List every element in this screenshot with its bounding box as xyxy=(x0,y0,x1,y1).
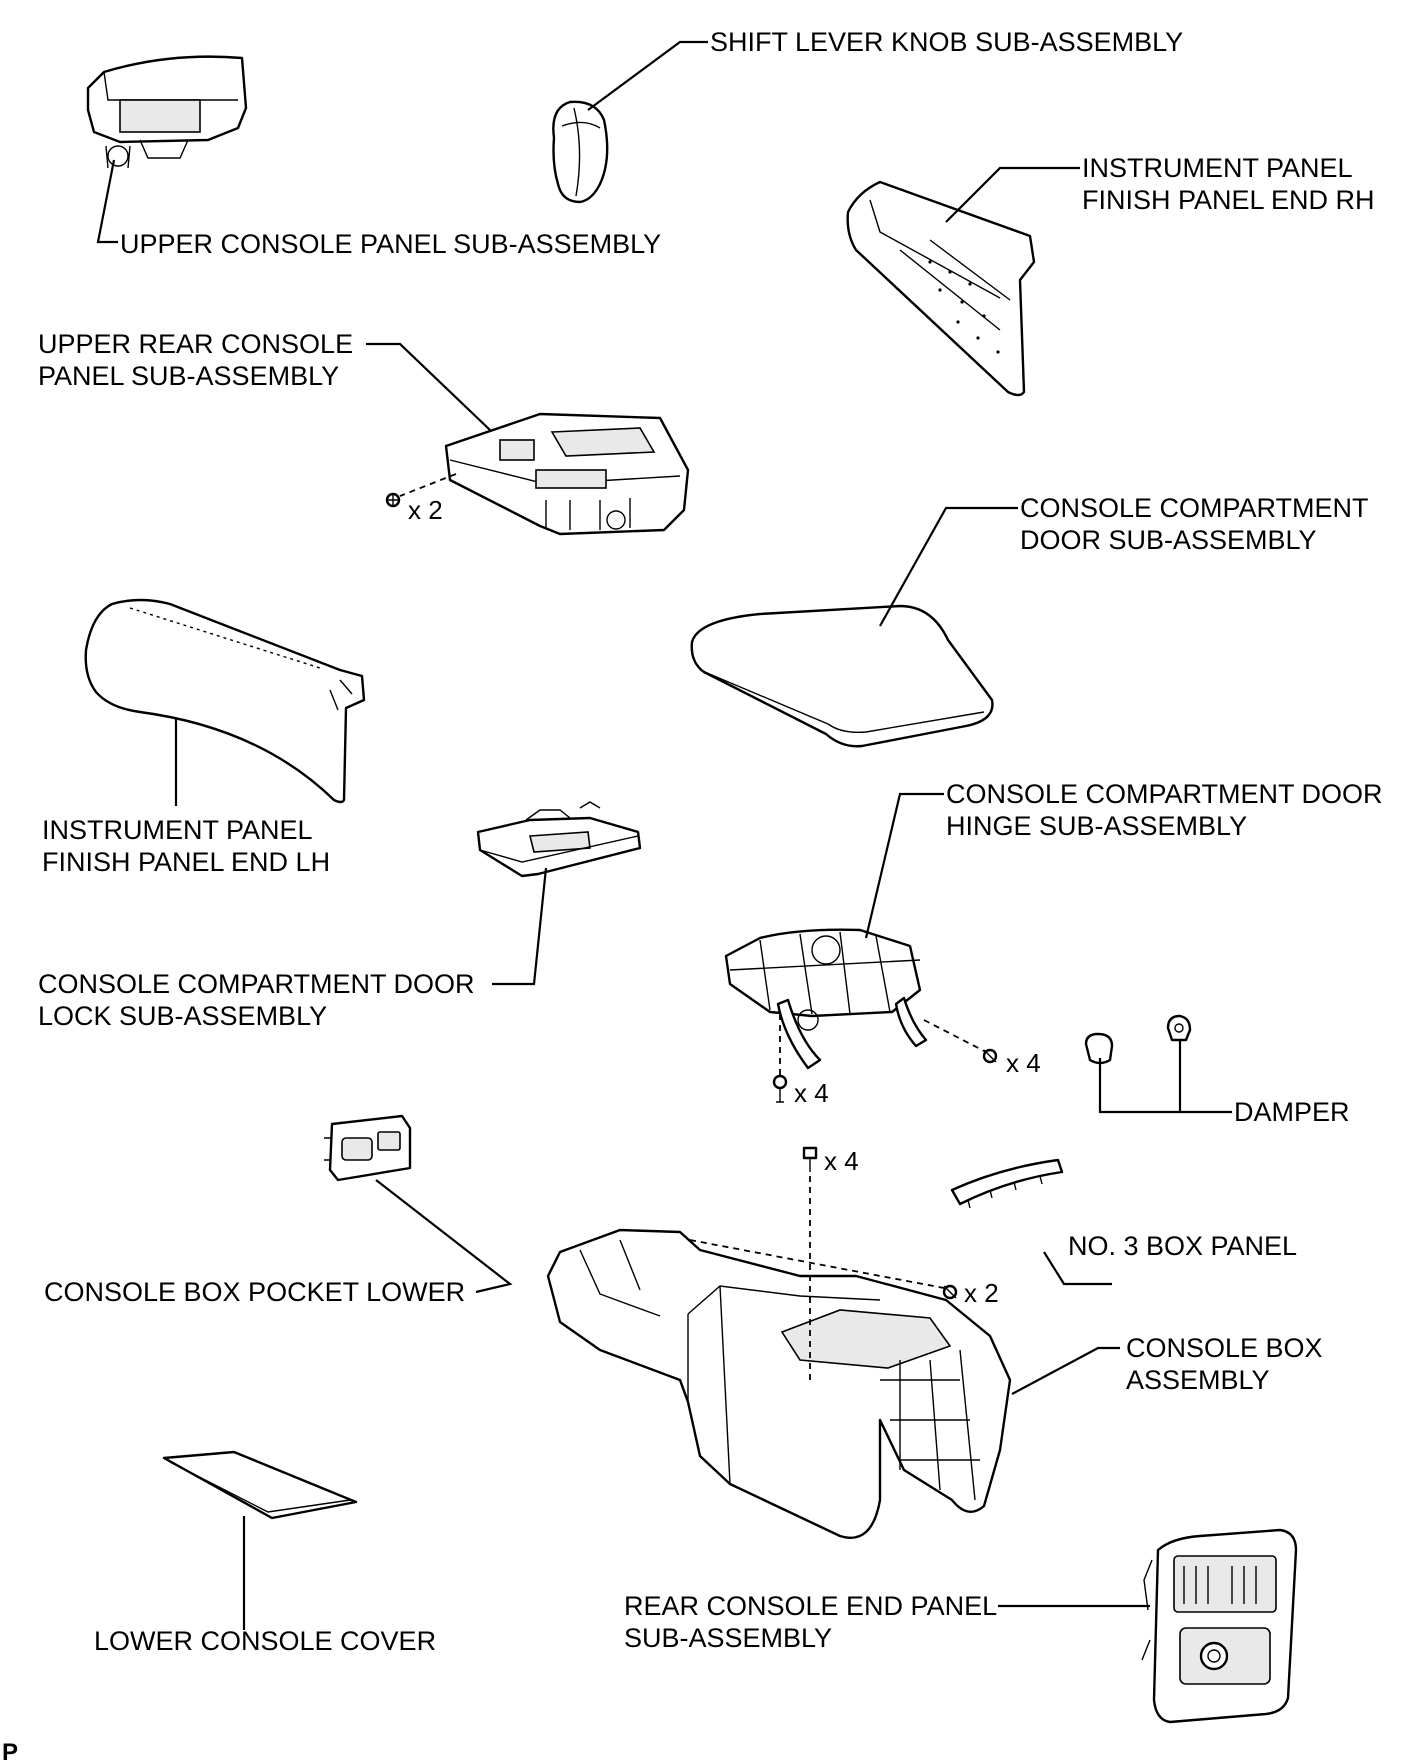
label-upper-console-panel: UPPER CONSOLE PANEL SUB-ASSEMBLY xyxy=(120,229,661,259)
label-ip-finish-lh-line1: INSTRUMENT PANEL xyxy=(42,815,313,845)
upper-rear-console-panel-part xyxy=(444,412,690,536)
qty-box-screws-right: x 2 xyxy=(964,1278,999,1308)
part-labels: SHIFT LEVER KNOB SUB-ASSEMBLY UPPER CONS… xyxy=(38,27,1383,1656)
screw-icon-hinge-lower xyxy=(772,1074,788,1103)
qty-upper-rear-screws: x 2 xyxy=(408,495,443,525)
rear-console-end-panel-part xyxy=(1141,1528,1298,1724)
label-ip-finish-rh-line1: INSTRUMENT PANEL xyxy=(1082,153,1353,183)
shift-lever-knob-part xyxy=(552,100,609,204)
label-console-door-line1: CONSOLE COMPARTMENT xyxy=(1020,493,1369,523)
door-lock-part xyxy=(476,801,642,878)
lower-console-cover-part xyxy=(162,1450,358,1520)
door-hinge-part xyxy=(724,928,928,1070)
label-damper: DAMPER xyxy=(1234,1097,1350,1127)
screw-icon-box-right xyxy=(942,1284,958,1300)
label-console-door-line2: DOOR SUB-ASSEMBLY xyxy=(1020,525,1317,555)
upper-console-panel-part xyxy=(86,55,248,169)
label-shift-lever-knob: SHIFT LEVER KNOB SUB-ASSEMBLY xyxy=(710,27,1183,57)
figure-code: P xyxy=(2,1739,18,1763)
label-ip-finish-rh-line2: FINISH PANEL END RH xyxy=(1082,185,1375,215)
console-door-part xyxy=(690,604,994,748)
label-box-pocket-lower: CONSOLE BOX POCKET LOWER xyxy=(44,1277,465,1307)
ip-finish-panel-end-rh-part xyxy=(846,180,1036,397)
qty-box-bolts-top: x 4 xyxy=(824,1146,859,1176)
box-pocket-lower-part xyxy=(324,1114,412,1182)
label-door-hinge-line2: HINGE SUB-ASSEMBLY xyxy=(946,811,1247,841)
label-lower-console-cover: LOWER CONSOLE COVER xyxy=(94,1626,436,1656)
label-upper-rear-console-line1: UPPER REAR CONSOLE xyxy=(38,329,353,359)
console-box-part xyxy=(546,1228,1012,1539)
damper-part xyxy=(1084,1014,1192,1065)
label-door-hinge-line1: CONSOLE COMPARTMENT DOOR xyxy=(946,779,1383,809)
label-door-lock-line1: CONSOLE COMPARTMENT DOOR xyxy=(38,969,475,999)
label-ip-finish-lh-line2: FINISH PANEL END LH xyxy=(42,847,330,877)
label-rear-end-panel-line2: SUB-ASSEMBLY xyxy=(624,1623,832,1653)
no3-box-panel-part xyxy=(950,1158,1064,1209)
label-upper-rear-console-line2: PANEL SUB-ASSEMBLY xyxy=(38,361,339,391)
label-console-box-line2: ASSEMBLY xyxy=(1126,1365,1270,1395)
quantity-labels: x 2 x 4 x 4 x 4 x 2 xyxy=(408,495,1041,1308)
ip-finish-panel-end-lh-part xyxy=(84,598,366,804)
label-console-box-line1: CONSOLE BOX xyxy=(1126,1333,1323,1363)
leader-lines xyxy=(96,40,1232,1630)
qty-hinge-screws-lower: x 4 xyxy=(794,1078,829,1108)
label-rear-end-panel-line1: REAR CONSOLE END PANEL xyxy=(624,1591,997,1621)
bolt-icon-box-top xyxy=(802,1146,818,1172)
label-door-lock-line2: LOCK SUB-ASSEMBLY xyxy=(38,1001,327,1031)
qty-hinge-screws-right: x 4 xyxy=(1006,1048,1041,1078)
label-no3-box-panel: NO. 3 BOX PANEL xyxy=(1068,1231,1297,1261)
screw-icon-upper-rear xyxy=(385,492,401,508)
